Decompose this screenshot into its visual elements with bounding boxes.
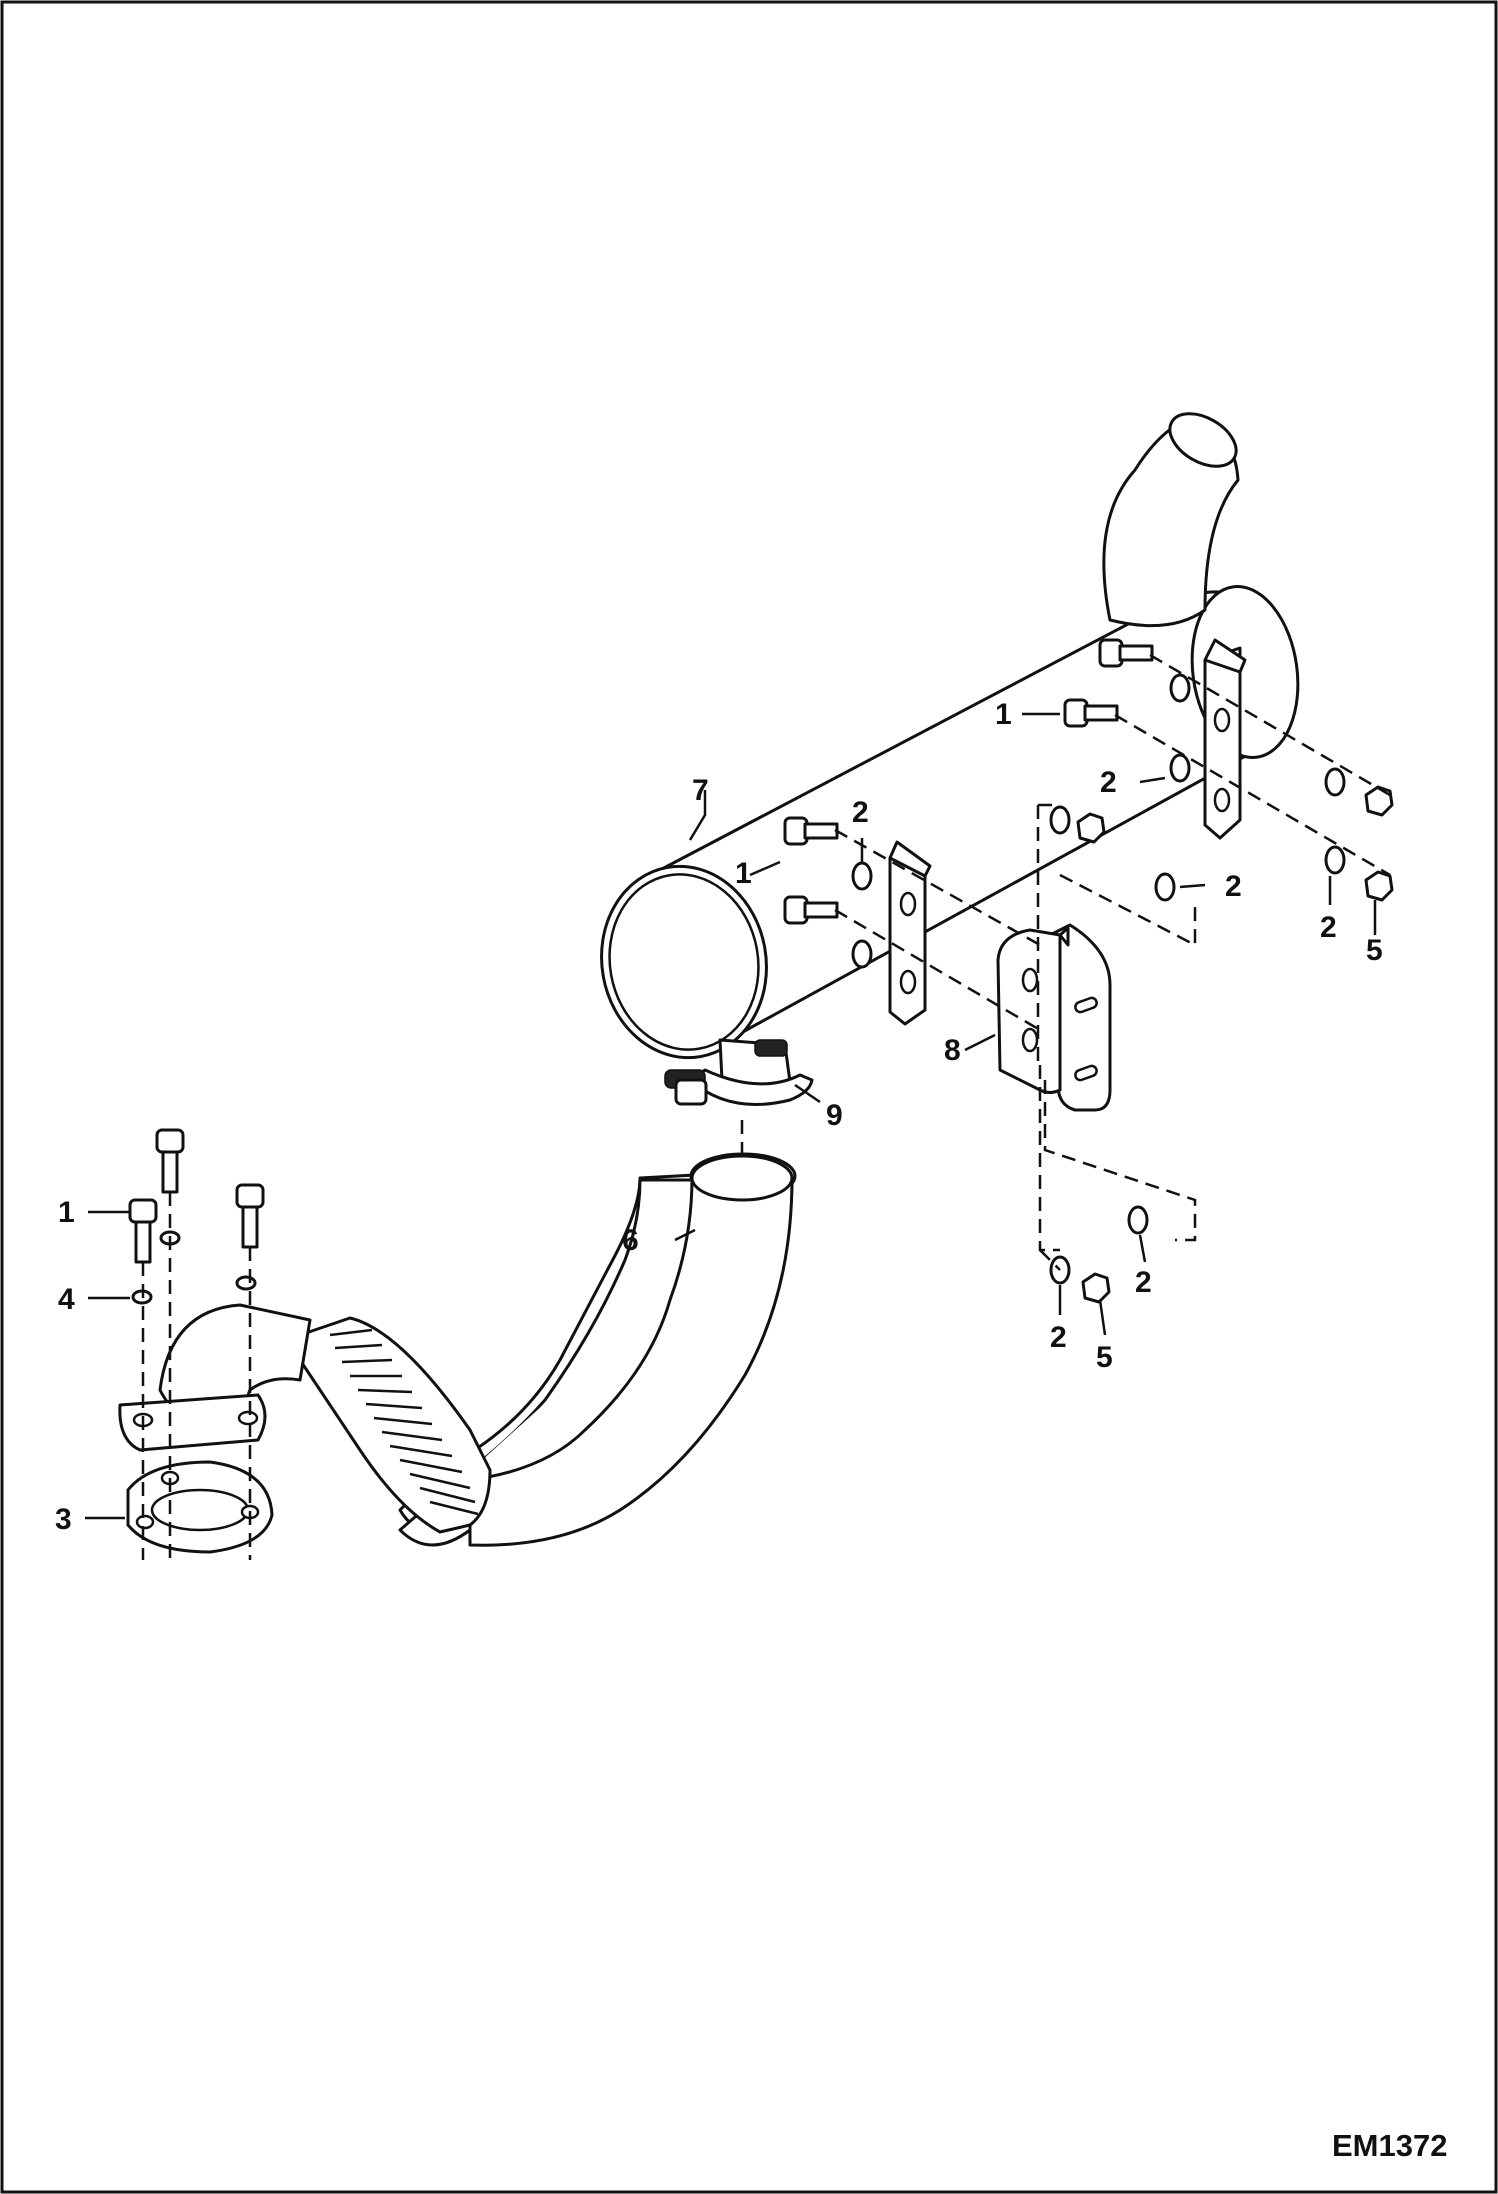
- callout-7-muffler: 7: [692, 774, 709, 807]
- callout-2-lower-washer-a: 2: [1135, 1266, 1152, 1299]
- callout-2-bracket-washer: 2: [1225, 870, 1242, 903]
- callout-1-muffler-front: 1: [735, 857, 752, 890]
- callout-2-front-washer: 2: [852, 796, 869, 829]
- exhaust-pipe: [118, 1152, 797, 1547]
- callout-2-lower-washer-b: 2: [1050, 1321, 1067, 1354]
- callout-labels: 1 1 1 2 2 2 2 2 2 3 4 5 5 6 7 8 9: [55, 698, 1383, 1536]
- bolt-muffler-rear-upper: [1098, 638, 1154, 668]
- bolt-muffler-front-upper: [783, 816, 839, 846]
- support-bracket: [996, 923, 1112, 1112]
- callout-2-rear-nut-washer: 2: [1320, 911, 1337, 944]
- nuts: [1076, 785, 1394, 1304]
- callout-8-support-bracket: 8: [944, 1034, 961, 1067]
- bolt-flange-2: [128, 1198, 158, 1264]
- bolt-muffler-front-lower: [783, 895, 839, 925]
- exhaust-clamp: [664, 1039, 814, 1106]
- callout-5-rear-nut: 5: [1366, 934, 1383, 967]
- callout-5-lower-nut: 5: [1096, 1341, 1113, 1374]
- flex-bellows-ribs: [329, 1328, 479, 1516]
- callout-1-flange: 1: [58, 1196, 75, 1229]
- washers: [131, 673, 1346, 1305]
- callout-4-lock-washer: 4: [58, 1283, 75, 1316]
- callout-2-rear-washer: 2: [1100, 766, 1117, 799]
- callout-9-clamp: 9: [826, 1099, 843, 1132]
- muffler-strap-rear: [1203, 638, 1247, 840]
- assembly-lines: [141, 653, 1391, 1560]
- callout-1-muffler-rear: 1: [995, 698, 1012, 731]
- bolt-muffler-rear-lower: [1063, 698, 1119, 728]
- muffler: [600, 412, 1300, 1092]
- figure-id: EM1372: [1332, 2128, 1447, 2163]
- muffler-strap-front: [888, 840, 932, 1026]
- leader-lines: [85, 712, 1377, 1520]
- bolt-flange-1: [155, 1128, 185, 1194]
- callout-6-exhaust-pipe: 6: [622, 1224, 639, 1257]
- bolt-flange-3: [235, 1183, 265, 1249]
- callout-3-gasket: 3: [55, 1503, 72, 1536]
